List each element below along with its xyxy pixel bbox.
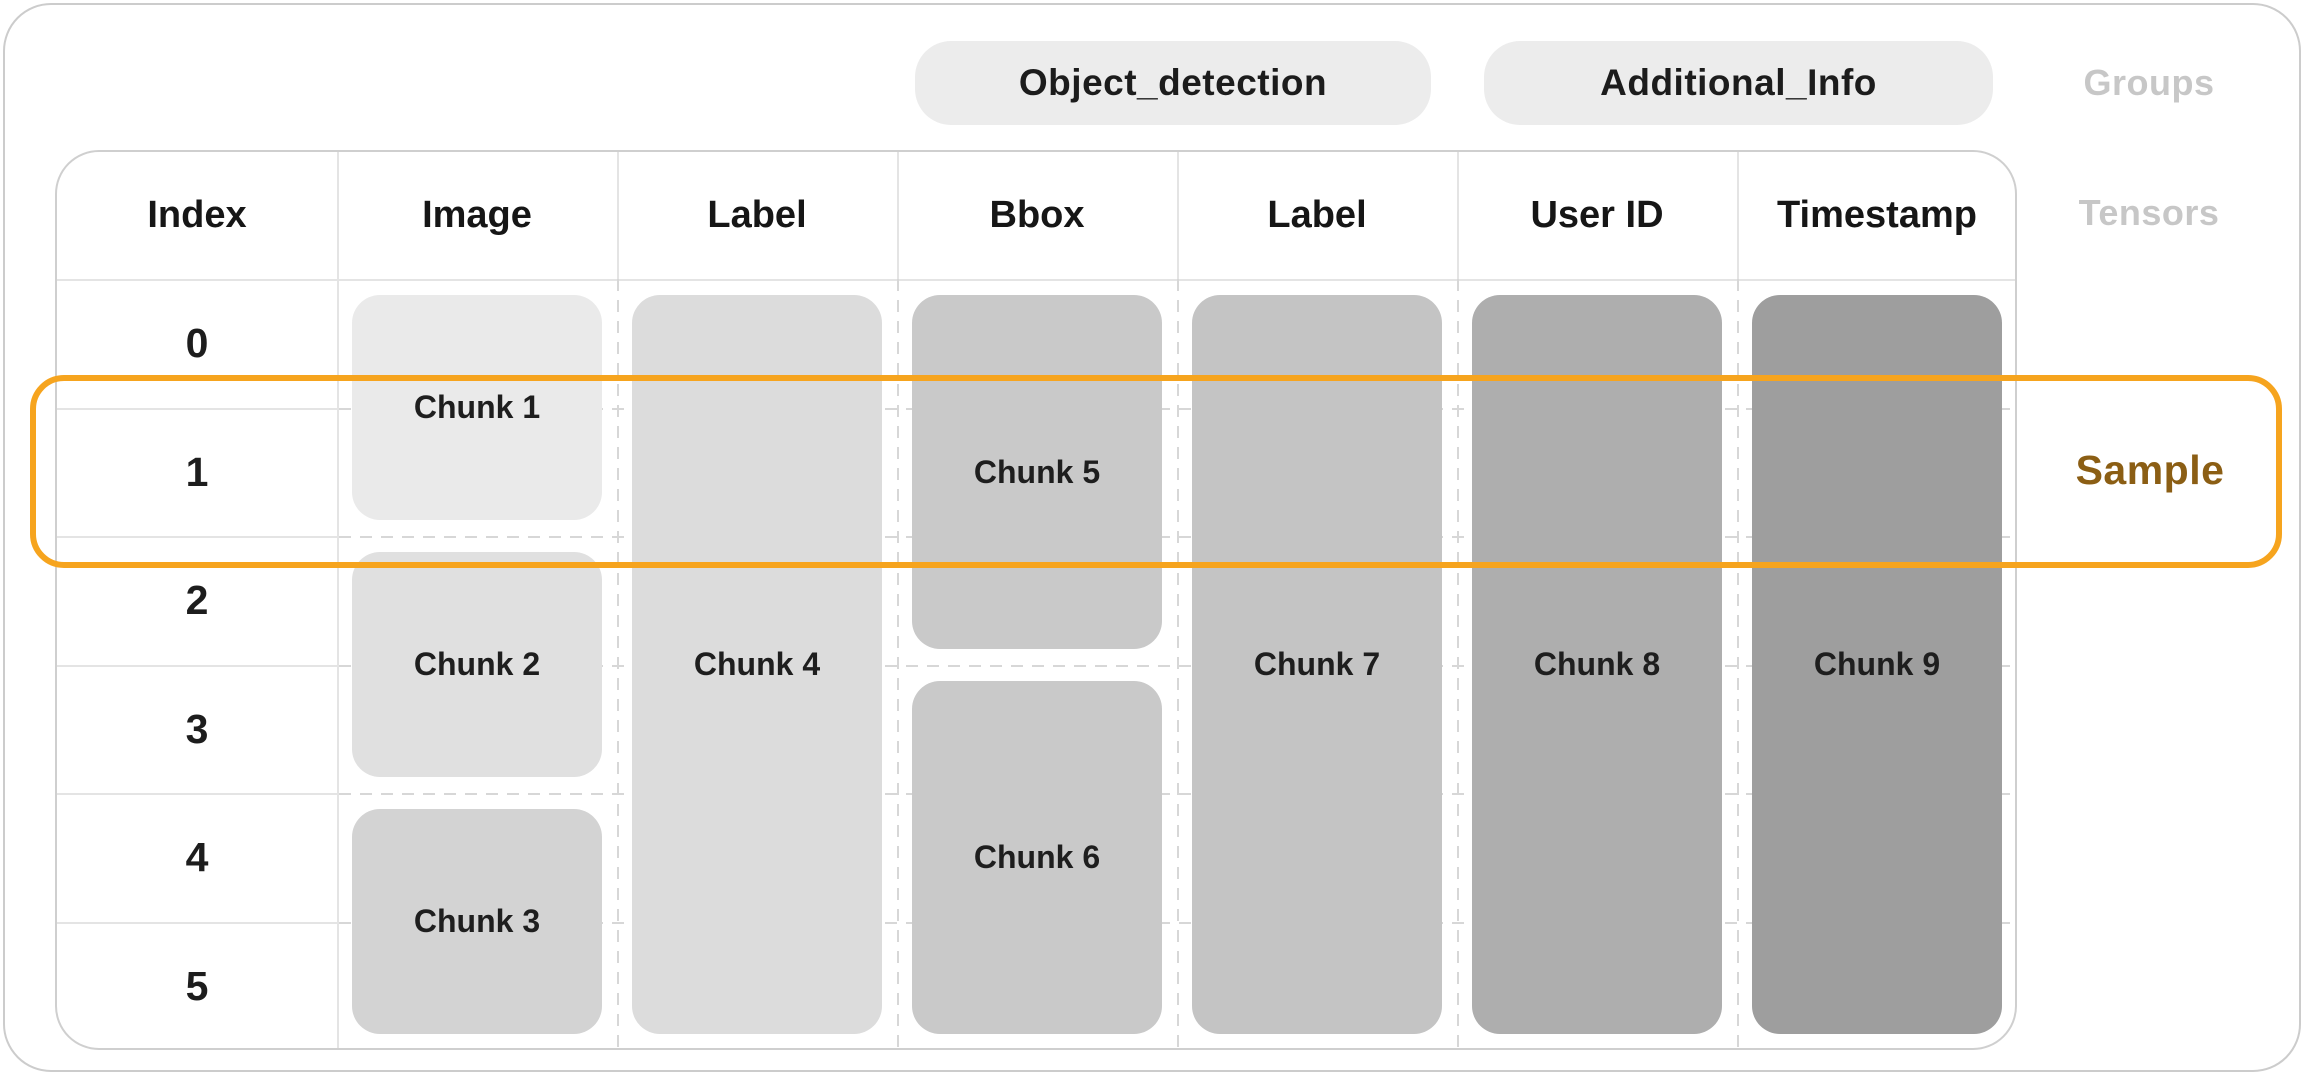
dashed-row-line: [339, 793, 2015, 795]
chunk-label: Chunk 6: [973, 839, 1101, 875]
header-cell-bbox: Bbox: [989, 194, 1085, 236]
column-separator: [1457, 152, 1459, 279]
dashed-column-line: [617, 279, 619, 1048]
chunk-label: Chunk 1: [413, 389, 541, 425]
chunk-5: Chunk 5: [912, 295, 1162, 649]
column-separator: [1177, 152, 1179, 279]
dashed-row-line: [339, 665, 2015, 667]
header-cell-label-2: Label: [1267, 194, 1367, 236]
dashed-row-line: [339, 408, 2015, 410]
dashed-row-line: [339, 922, 2015, 924]
chunk-1: Chunk 1: [352, 295, 602, 520]
index-cell-1: 1: [185, 448, 209, 495]
column-separator: [617, 152, 619, 279]
header-separator-line: [57, 279, 2015, 281]
header-cell-index: Index: [147, 194, 247, 236]
dashed-column-line: [1177, 279, 1179, 1048]
row-separator: [57, 793, 339, 795]
tensors-caption: Tensors: [2078, 192, 2220, 233]
chunk-4: Chunk 4: [632, 295, 882, 1034]
chunk-8: Chunk 8: [1472, 295, 1722, 1034]
row-separator: [57, 536, 339, 538]
chunk-label: Chunk 9: [1813, 646, 1941, 682]
index-column-separator: [337, 152, 339, 1048]
group-pill-label: Additional_Info: [1600, 62, 1877, 103]
index-cell-0: 0: [185, 319, 209, 366]
sample-highlight-box: [30, 375, 2282, 568]
chunk-2: Chunk 2: [352, 552, 602, 777]
index-cell-5: 5: [185, 962, 209, 1009]
row-separator: [57, 408, 339, 410]
header-cell-timestamp: Timestamp: [1777, 194, 1977, 236]
index-cell-3: 3: [185, 705, 209, 752]
chunk-table: Index Image Label Bbox Label User ID Tim…: [55, 150, 2017, 1050]
header-cell-user-id: User ID: [1530, 194, 1664, 236]
groups-caption: Groups: [2083, 62, 2215, 103]
chunk-9: Chunk 9: [1752, 295, 2002, 1034]
row-separator: [57, 922, 339, 924]
row-separator: [57, 665, 339, 667]
index-cell-2: 2: [185, 576, 209, 623]
group-pill-label: Object_detection: [1018, 62, 1328, 103]
sample-caption: Sample: [2075, 446, 2225, 493]
chunk-label: Chunk 4: [693, 646, 821, 682]
chunk-label: Chunk 3: [413, 903, 541, 939]
header-cell-label-1: Label: [707, 194, 807, 236]
index-cell-4: 4: [185, 833, 209, 880]
dashed-column-line: [1457, 279, 1459, 1048]
chunk-label: Chunk 7: [1253, 646, 1381, 682]
dashed-column-line: [1737, 279, 1739, 1048]
chunk-label: Chunk 5: [973, 453, 1101, 490]
dashed-column-line: [897, 279, 899, 1048]
chunk-label: Chunk 2: [413, 646, 541, 682]
chunk-7: Chunk 7: [1192, 295, 1442, 1034]
dashed-row-line: [339, 536, 2015, 538]
group-pill-object-detection[interactable]: Object_detection: [915, 41, 1431, 125]
column-separator: [897, 152, 899, 279]
group-pill-additional-info[interactable]: Additional_Info: [1484, 41, 1993, 125]
column-separator: [1737, 152, 1739, 279]
chunk-label: Chunk 8: [1533, 646, 1661, 682]
chunk-6: Chunk 6: [912, 681, 1162, 1034]
chunk-3: Chunk 3: [352, 809, 602, 1034]
header-cell-image: Image: [422, 194, 532, 236]
dataset-card: Object_detection Additional_Info Groups …: [3, 3, 2301, 1072]
